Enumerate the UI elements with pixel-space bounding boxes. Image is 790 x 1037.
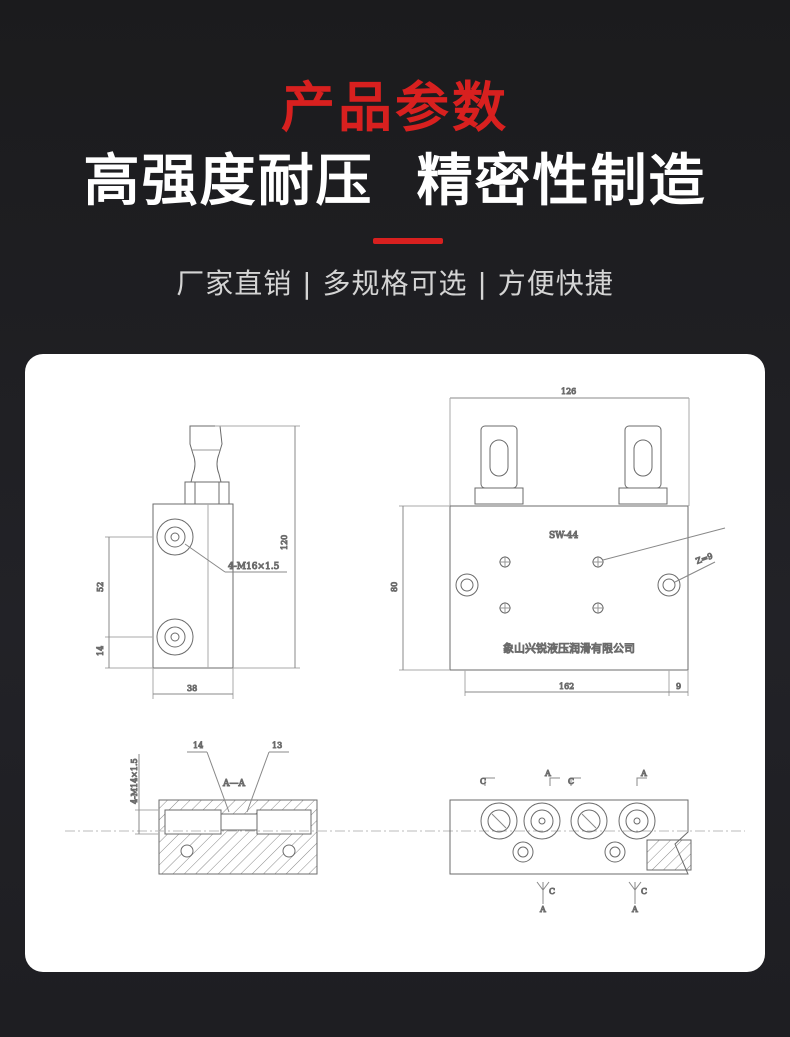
section-callout-14: 14: [193, 741, 203, 750]
side-dim-height: 120: [280, 535, 289, 550]
technical-drawing-card: 120 52 14 38 4-M16×1.5: [25, 354, 765, 972]
section-callout-13: 13: [272, 741, 282, 750]
front-dim-top: 126: [561, 387, 576, 396]
front-model-label: SW-44: [549, 531, 579, 541]
bottom-mark-a-4: A: [631, 905, 638, 914]
title-tagline: 高强度耐压 精密性制造: [83, 149, 707, 214]
section-label: A—A: [222, 779, 245, 789]
side-dim-14: 14: [96, 646, 105, 656]
bottom-mark-a-1: A: [544, 769, 551, 778]
side-dim-52: 52: [96, 582, 105, 592]
side-view: [105, 425, 300, 699]
bottom-mark-c-4: C: [641, 887, 647, 896]
accent-divider: [373, 238, 443, 244]
bottom-mark-a-3: A: [539, 905, 546, 914]
bottom-mark-c-3: C: [549, 887, 555, 896]
section-thread-label: 4-M14×1.5: [130, 758, 139, 804]
front-dim-height: 80: [390, 582, 399, 592]
bottom-mark-c-1: C: [480, 777, 486, 786]
subtitle-features: 厂家直销 | 多规格可选 | 方便快捷: [176, 267, 614, 300]
front-company-label: 象山兴锐液压润滑有限公司: [503, 641, 635, 655]
bottom-mark-a-2: A: [640, 769, 647, 778]
title-product-parameters: 产品参数: [281, 76, 509, 139]
front-view: [399, 397, 726, 696]
side-thread-label: 4-M16×1.5: [228, 562, 280, 572]
section-view: [65, 751, 745, 875]
side-dim-width: 38: [187, 684, 197, 693]
front-dim-right: 9: [676, 682, 681, 691]
technical-drawing: 120 52 14 38 4-M16×1.5: [65, 387, 745, 915]
bottom-mark-c-2: C: [568, 777, 574, 786]
front-dim-bottom: 162: [559, 682, 574, 691]
bottom-view: [449, 777, 692, 904]
